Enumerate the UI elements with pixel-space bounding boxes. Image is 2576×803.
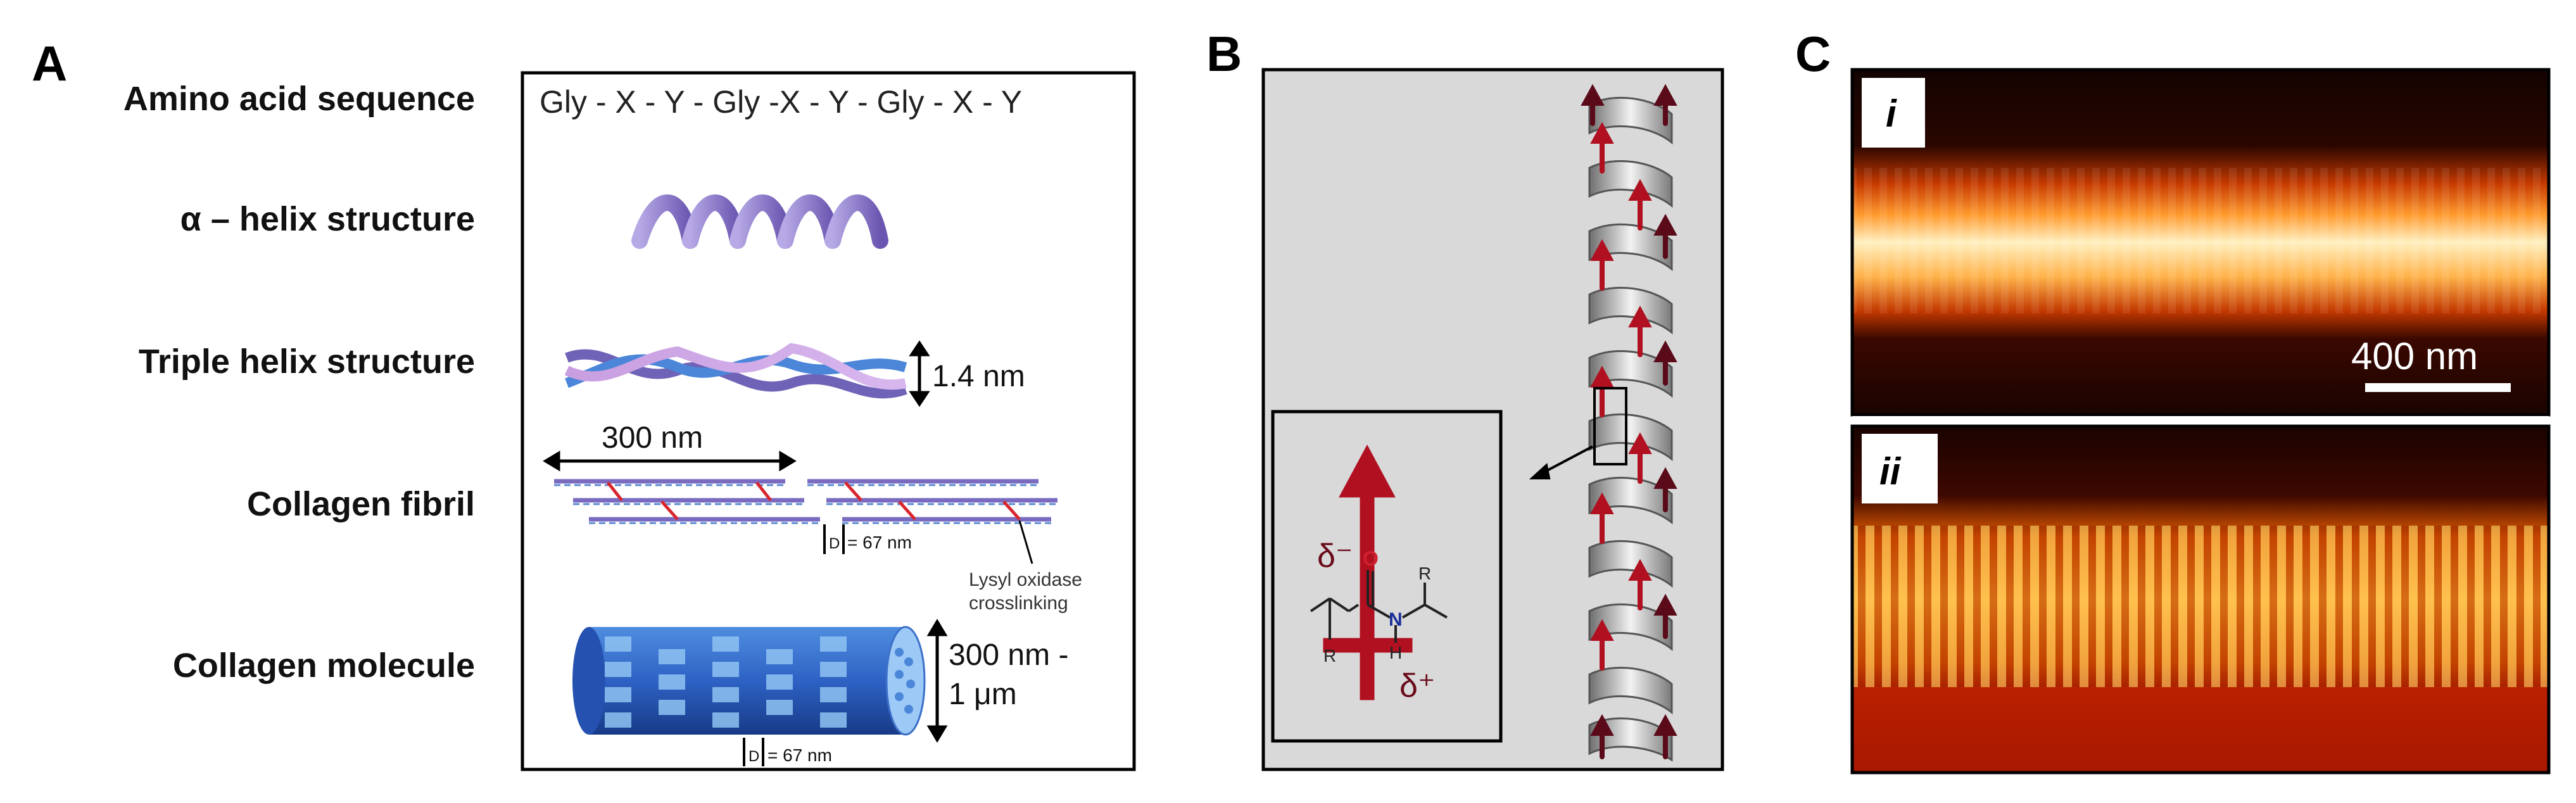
row-label-molecule: Collagen molecule — [172, 647, 475, 685]
row-label-sequence: Amino acid sequence — [123, 80, 475, 118]
molecule-dim-line1: 300 nm - — [949, 638, 1068, 672]
fibril-length-label: 300 nm — [602, 421, 703, 455]
row-label-triple-helix: Triple helix structure — [138, 343, 475, 381]
afm-image-i — [1850, 68, 2551, 417]
triple-helix — [564, 343, 907, 399]
row-label-alpha-helix: α – helix structure — [180, 200, 475, 238]
afm-image-ii — [1850, 424, 2551, 775]
fibril-d-symbol: D — [829, 535, 840, 552]
crosslink-label-line1: Lysyl oxidase — [969, 569, 1082, 590]
sub-label-i: i — [1886, 92, 1897, 135]
atom-o: O — [1363, 547, 1379, 570]
peptide-inset-box — [1271, 410, 1503, 743]
delta-minus-label: δ⁻ — [1317, 538, 1353, 574]
crosslink-pointer — [1018, 520, 1033, 564]
sub-label-ii-box — [1862, 434, 1938, 503]
collagen-molecule-cylinder — [572, 626, 926, 736]
zoom-pointer-arrow — [1529, 445, 1593, 479]
fibril-d-label: = 67 nm — [847, 533, 912, 552]
panel-b-letter: B — [1206, 26, 1242, 82]
triple-helix-dimension-arrow — [909, 340, 930, 407]
atom-h: H — [1389, 643, 1402, 662]
peptide-bond-structure — [1310, 570, 1448, 643]
scale-bar-label: 400 nm — [2351, 335, 2478, 377]
helix-highlight-box — [1593, 387, 1627, 465]
row-label-fibril: Collagen fibril — [246, 485, 475, 523]
fibril-length-arrow — [543, 450, 797, 472]
crosslink-label-line2: crosslinking — [969, 593, 1068, 614]
atom-n: N — [1389, 609, 1403, 630]
sub-label-ii: ii — [1879, 450, 1902, 493]
collagen-fibril — [554, 479, 1058, 524]
helix-ribbon — [1588, 96, 1673, 762]
r-group-bottom: R — [1323, 646, 1336, 666]
panel-a-figure: Gly - X - Y - Gly -X - Y - Gly - X - Y 1… — [521, 71, 1136, 771]
alpha-helix — [631, 194, 888, 249]
molecule-dimension-arrow — [926, 619, 948, 743]
panel-b-figure: O N H R R δ⁻ δ⁺ — [1261, 68, 1724, 771]
molecule-d-period-marker — [743, 738, 764, 766]
panel-c-letter: C — [1795, 26, 1831, 82]
panel-a-letter: A — [32, 35, 68, 91]
molecule-dim-line2: 1 μm — [949, 678, 1017, 711]
molecule-d-label: = 67 nm — [767, 745, 832, 765]
panel-c-figure: i 400 nm ii — [1850, 68, 2551, 775]
scale-bar — [2365, 383, 2511, 392]
molecule-d-symbol: D — [748, 748, 759, 765]
r-group-top: R — [1418, 564, 1431, 583]
fibril-d-period-marker — [823, 524, 845, 554]
delta-plus-label: δ⁺ — [1399, 667, 1435, 704]
triple-helix-dim-label: 1.4 nm — [932, 360, 1025, 393]
sub-label-i-box — [1862, 78, 1925, 148]
helix-dipole-arrows — [1581, 84, 1677, 759]
sequence-text: Gly - X - Y - Gly -X - Y - Gly - X - Y — [540, 84, 1022, 120]
panel-c-divider — [1852, 416, 2549, 425]
